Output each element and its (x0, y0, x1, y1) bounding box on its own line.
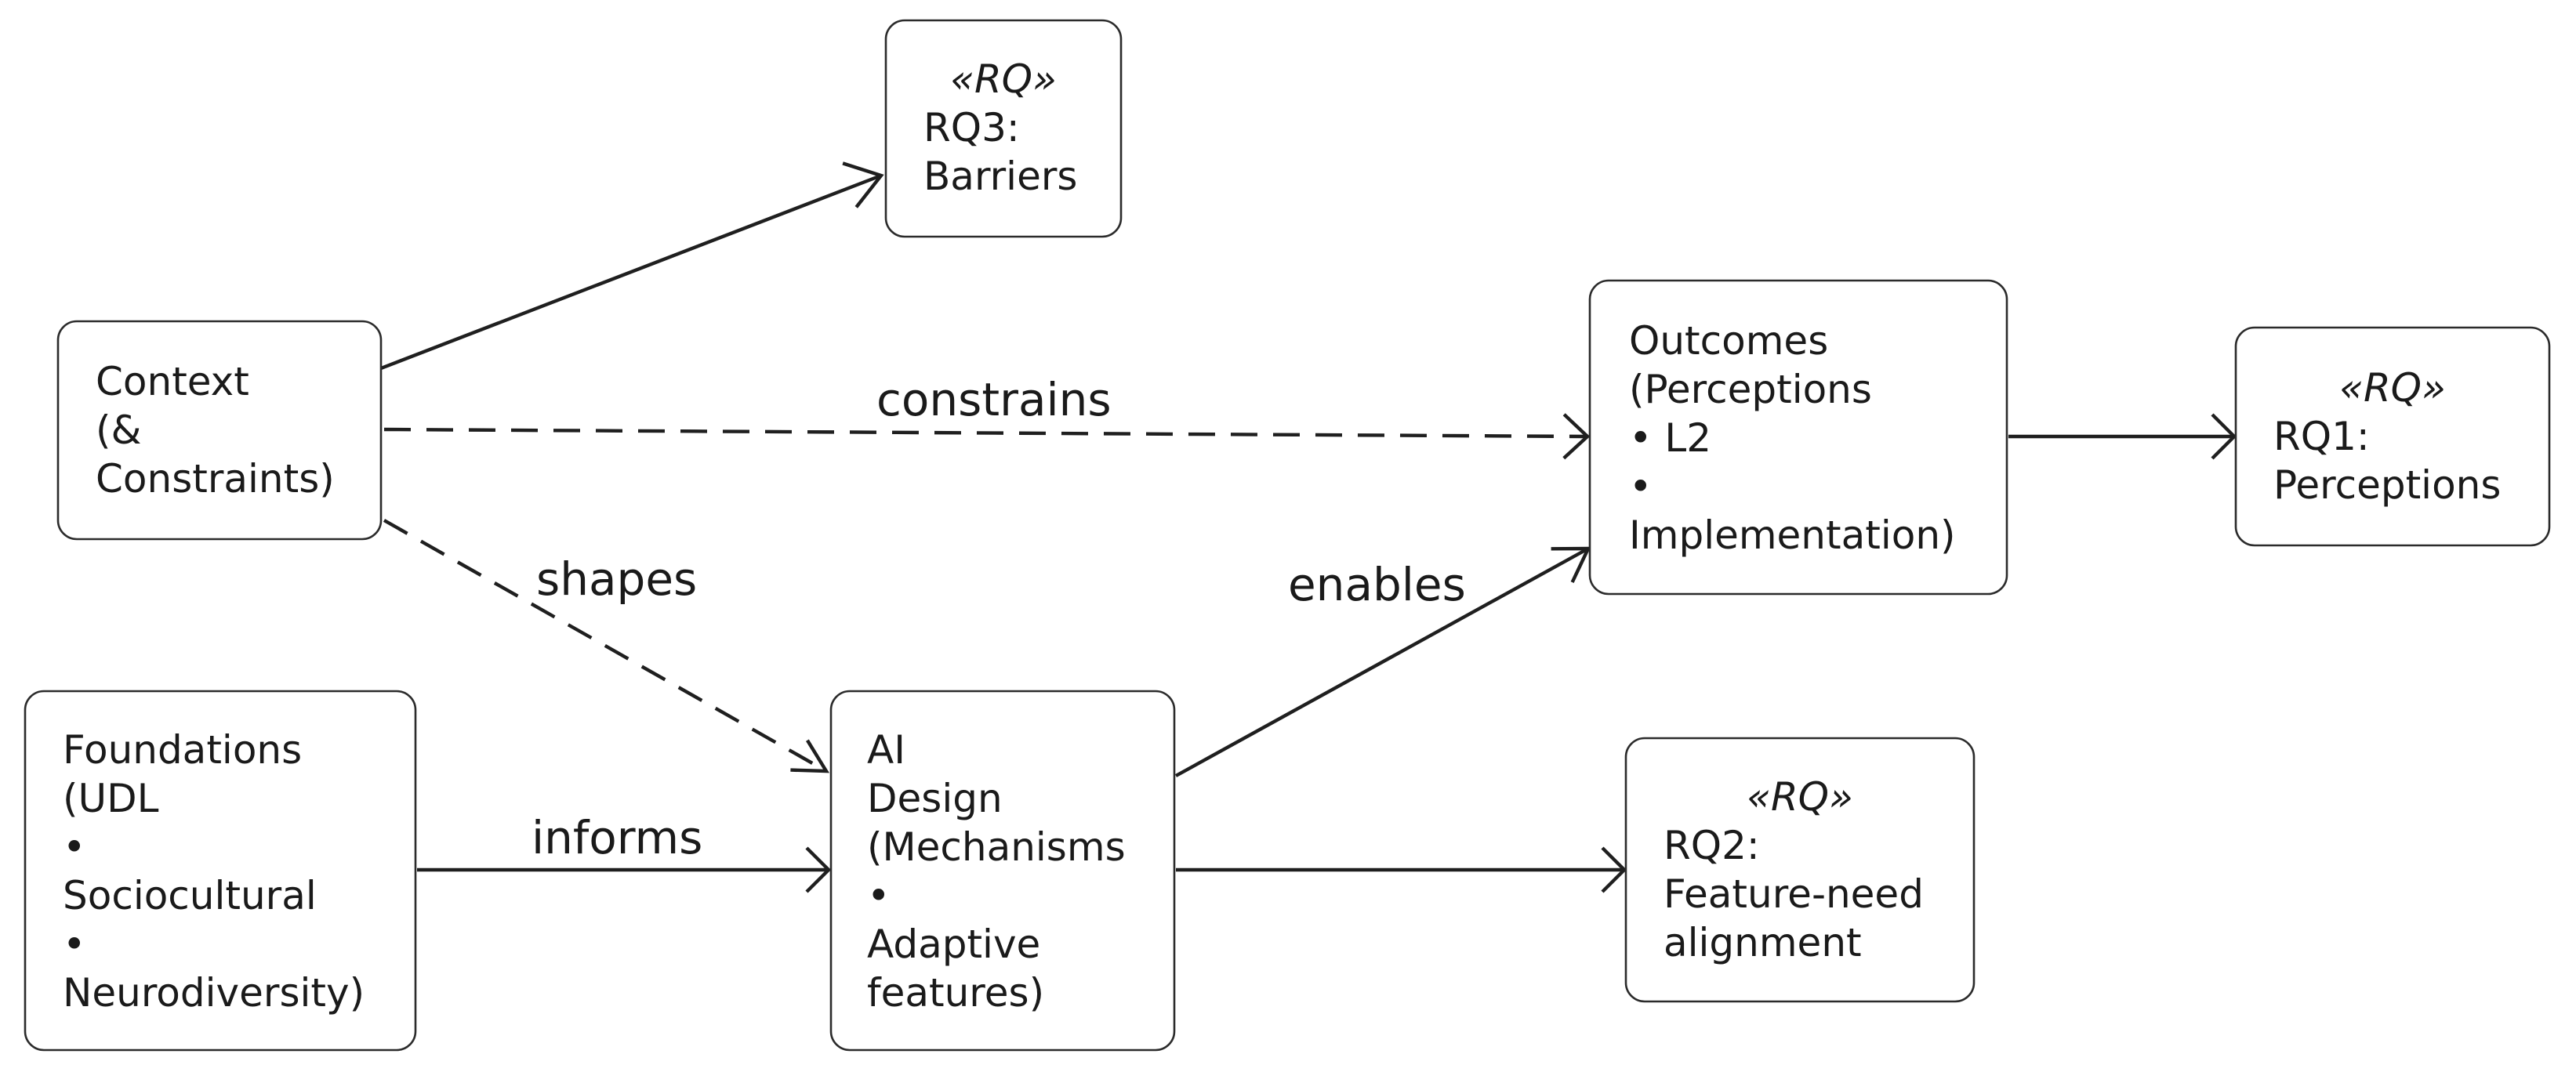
node-outcomes-line-5: Implementation) (1629, 512, 1956, 558)
arrowhead (842, 161, 884, 208)
edge-outcomes-to-rq1 (2008, 413, 2237, 460)
arrowhead (2211, 413, 2237, 460)
edge-label-informs: informs (532, 811, 702, 864)
node-ai-design-line-1: AI (867, 727, 905, 773)
node-ai-design-line-2: Design (867, 776, 1003, 821)
node-context: Context (& Constraints) (56, 320, 383, 541)
edge-foundations-to-ai-design: informs (417, 811, 832, 893)
node-ai-design-line-6: features) (867, 970, 1044, 1016)
edge-context-to-ai-design: shapes (383, 519, 830, 773)
edge-label-constrains: constrains (876, 373, 1112, 426)
node-rq1: «RQ» RQ1: Perceptions (2234, 326, 2551, 547)
node-rq3-line-1: RQ3: (923, 105, 1020, 150)
node-rq1-line-2: Perceptions (2273, 462, 2501, 508)
node-outcomes-line-1: Outcomes (1629, 318, 1828, 364)
node-rq2-line-3: alignment (1664, 920, 1862, 965)
arrowhead (790, 739, 830, 773)
node-foundations-line-5: • (63, 922, 86, 967)
node-ai-design: AI Design (Mechanisms • Adaptive feature… (829, 690, 1176, 1052)
edge-context-to-outcomes: constrains (383, 373, 1591, 460)
node-rq3: «RQ» RQ3: Barriers (884, 19, 1123, 238)
edge-ai-design-to-rq2 (1176, 846, 1627, 893)
edge-label-enables: enables (1288, 558, 1466, 611)
arrowhead (1601, 846, 1627, 893)
node-ai-design-line-4: • (867, 873, 891, 918)
node-foundations-line-6: Neurodiversity) (63, 970, 365, 1016)
edge-ai-design-to-outcomes: enables (1174, 546, 1591, 777)
node-rq2: «RQ» RQ2: Feature-need alignment (1624, 737, 1976, 1003)
node-rq1-line-1: RQ1: (2273, 414, 2370, 459)
node-rq3-line-2: Barriers (923, 154, 1077, 199)
node-outcomes-line-2: (Perceptions (1629, 367, 1872, 412)
node-foundations-line-2: (UDL (63, 776, 159, 821)
edge-context-to-rq3 (380, 161, 884, 371)
node-context-line-3: Constraints) (96, 456, 335, 502)
node-rq2-line-1: RQ2: (1664, 823, 1760, 868)
node-ai-design-line-5: Adaptive (867, 922, 1040, 967)
node-context-line-2: (& (96, 407, 142, 453)
arrowhead (805, 846, 832, 893)
node-ai-design-line-3: (Mechanisms (867, 824, 1126, 870)
node-foundations-line-1: Foundations (63, 727, 302, 773)
edge-label-shapes: shapes (536, 552, 697, 606)
node-foundations-line-3: • (63, 824, 86, 870)
node-foundations: Foundations (UDL • Sociocultural • Neuro… (24, 690, 417, 1052)
node-outcomes-line-4: • (1629, 464, 1653, 509)
node-context-line-1: Context (96, 359, 249, 404)
node-outcomes: Outcomes (Perceptions • L2 • Implementat… (1588, 279, 2008, 596)
arrowhead (1551, 546, 1591, 584)
node-foundations-line-4: Sociocultural (63, 873, 317, 918)
node-outcomes-line-3: • L2 (1629, 415, 1711, 461)
stereotype-label: «RQ» (2339, 365, 2446, 411)
stereotype-label: «RQ» (950, 56, 1057, 102)
arrowhead (1562, 413, 1591, 460)
node-rq2-line-2: Feature-need (1664, 871, 1924, 917)
stereotype-label: «RQ» (1747, 774, 1853, 820)
